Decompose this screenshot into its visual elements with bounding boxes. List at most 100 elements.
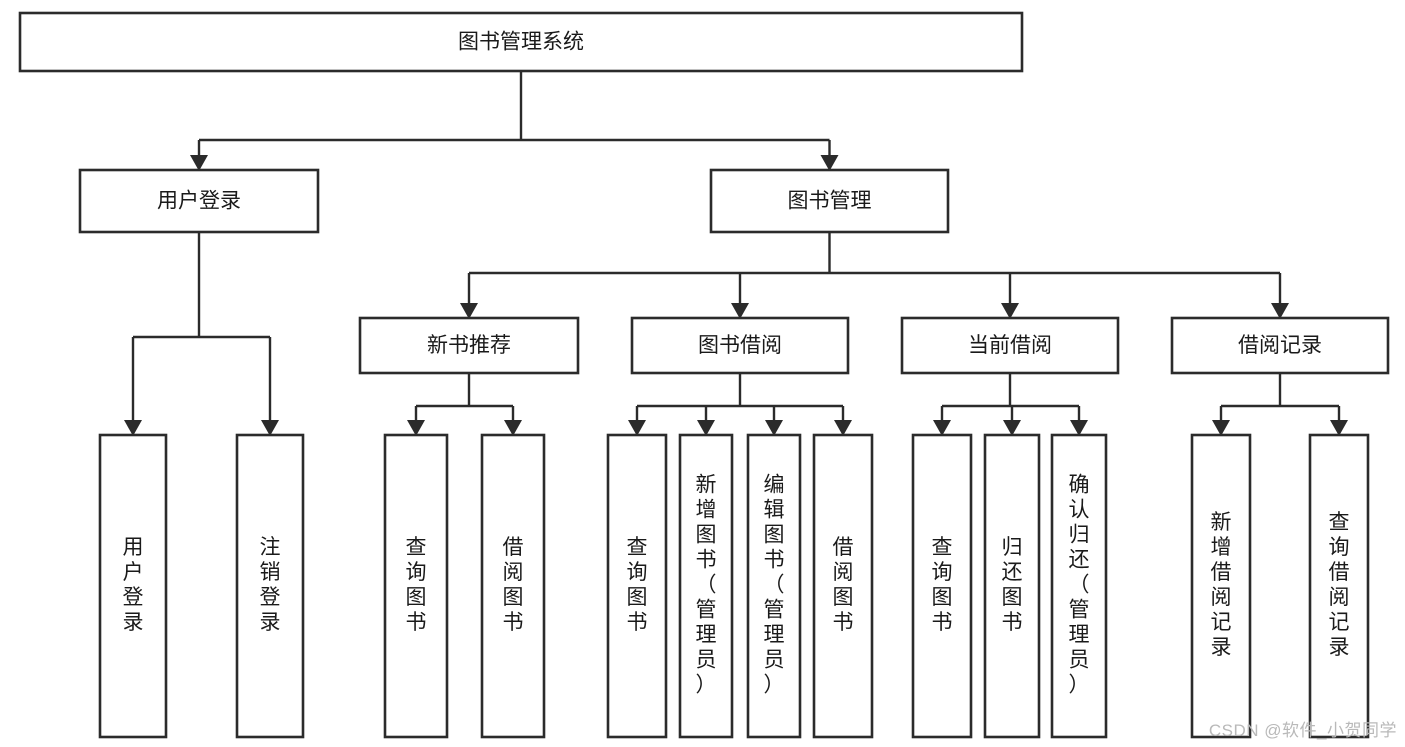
node-label-char: 记 xyxy=(1329,611,1350,634)
node-label-char: 录 xyxy=(1211,636,1232,659)
node-label-char: 户 xyxy=(123,561,144,584)
node-book-manage[interactable]: 图书管理 xyxy=(709,168,950,234)
node-box xyxy=(630,316,850,375)
edge-group-root xyxy=(190,71,839,171)
arrow-head-icon xyxy=(1070,420,1088,436)
node-label-char: 书 xyxy=(503,611,524,634)
node-box xyxy=(98,433,168,739)
edge-group-book-borrow xyxy=(628,373,852,436)
node-box xyxy=(480,433,546,739)
node-label-char: 查 xyxy=(406,536,427,559)
node-leaf-user-login[interactable]: 用户登录 xyxy=(98,433,168,739)
node-label-char: 阅 xyxy=(1211,586,1232,609)
arrow-head-icon xyxy=(504,420,522,436)
node-label-char: 理 xyxy=(696,624,717,647)
node-label-char: 用 xyxy=(123,536,144,559)
node-label-char: 图 xyxy=(406,586,427,609)
node-label-char: 新 xyxy=(1211,511,1232,534)
node-label-char: 询 xyxy=(627,561,648,584)
arrow-head-icon xyxy=(933,420,951,436)
edge-group-borrow-record xyxy=(1212,373,1348,436)
node-borrow-record[interactable]: 借阅记录 xyxy=(1170,316,1390,375)
node-label-char: 录 xyxy=(260,611,281,634)
node-label-char: ） xyxy=(1069,674,1090,697)
node-root[interactable]: 图书管理系统 xyxy=(18,11,1024,73)
node-book-borrow[interactable]: 图书借阅 xyxy=(630,316,850,375)
node-box xyxy=(812,433,874,739)
node-label-char: 增 xyxy=(696,499,717,522)
node-label: 图书管理系统 xyxy=(458,31,584,54)
node-label-char: 管 xyxy=(764,599,785,622)
node-label-char: 理 xyxy=(1069,624,1090,647)
edges-layer xyxy=(124,71,1348,436)
node-label-char: 图 xyxy=(764,524,785,547)
node-label-char: 书 xyxy=(627,611,648,634)
node-label-char: 员 xyxy=(696,649,717,672)
node-label: 用户登录 xyxy=(157,190,241,213)
node-label-char: 记 xyxy=(1211,611,1232,634)
edge-group-new-book-recommend xyxy=(407,373,522,436)
node-label-char: 销 xyxy=(260,561,281,584)
node-label-char: 登 xyxy=(123,586,144,609)
node-label-char: 录 xyxy=(1329,636,1350,659)
node-label: 借阅记录 xyxy=(1238,334,1322,357)
node-new-book-recommend[interactable]: 新书推荐 xyxy=(358,316,580,375)
node-label-char: 录 xyxy=(123,611,144,634)
node-label-char: 借 xyxy=(833,536,854,559)
node-box xyxy=(746,433,802,739)
edge-group-book-manage xyxy=(460,232,1289,319)
node-box xyxy=(983,433,1041,739)
node-box xyxy=(606,433,668,739)
node-user-login[interactable]: 用户登录 xyxy=(78,168,320,234)
node-label-char: 员 xyxy=(764,649,785,672)
node-label-char: （ xyxy=(696,574,717,597)
node-label-char: 辑 xyxy=(764,499,785,522)
arrow-head-icon xyxy=(190,155,208,171)
node-label-char: 询 xyxy=(1329,536,1350,559)
node-label-char: 编 xyxy=(764,474,785,497)
arrow-head-icon xyxy=(1212,420,1230,436)
node-current-borrow[interactable]: 当前借阅 xyxy=(900,316,1120,375)
arrow-head-icon xyxy=(1003,420,1021,436)
node-label-char: 新 xyxy=(696,474,717,497)
node-label-char: 书 xyxy=(406,611,427,634)
arrow-head-icon xyxy=(407,420,425,436)
arrow-head-icon xyxy=(820,155,839,171)
node-label-char: 图 xyxy=(833,586,854,609)
node-label-char: 图 xyxy=(503,586,524,609)
node-label-char: 管 xyxy=(696,599,717,622)
node-label: 当前借阅 xyxy=(968,334,1052,357)
arrow-head-icon xyxy=(1330,420,1348,436)
node-label-char: 书 xyxy=(1002,611,1023,634)
node-box xyxy=(1190,433,1252,739)
arrow-head-icon xyxy=(460,303,478,319)
node-label: 新书推荐 xyxy=(427,334,511,357)
arrow-head-icon xyxy=(834,420,852,436)
node-label: 图书借阅 xyxy=(698,334,782,357)
arrow-head-icon xyxy=(697,420,715,436)
node-label-char: 图 xyxy=(696,524,717,547)
node-label-char: ） xyxy=(764,674,785,697)
arrow-head-icon xyxy=(765,420,783,436)
node-label: 图书管理 xyxy=(788,190,872,213)
node-label-char: 登 xyxy=(260,586,281,609)
node-label-char: 查 xyxy=(627,536,648,559)
node-box xyxy=(678,433,734,739)
node-label-char: （ xyxy=(1069,574,1090,597)
node-label-char: 归 xyxy=(1002,536,1023,559)
node-box xyxy=(1308,433,1370,739)
node-label-char: 图 xyxy=(932,586,953,609)
node-label-char: 查 xyxy=(1329,511,1350,534)
